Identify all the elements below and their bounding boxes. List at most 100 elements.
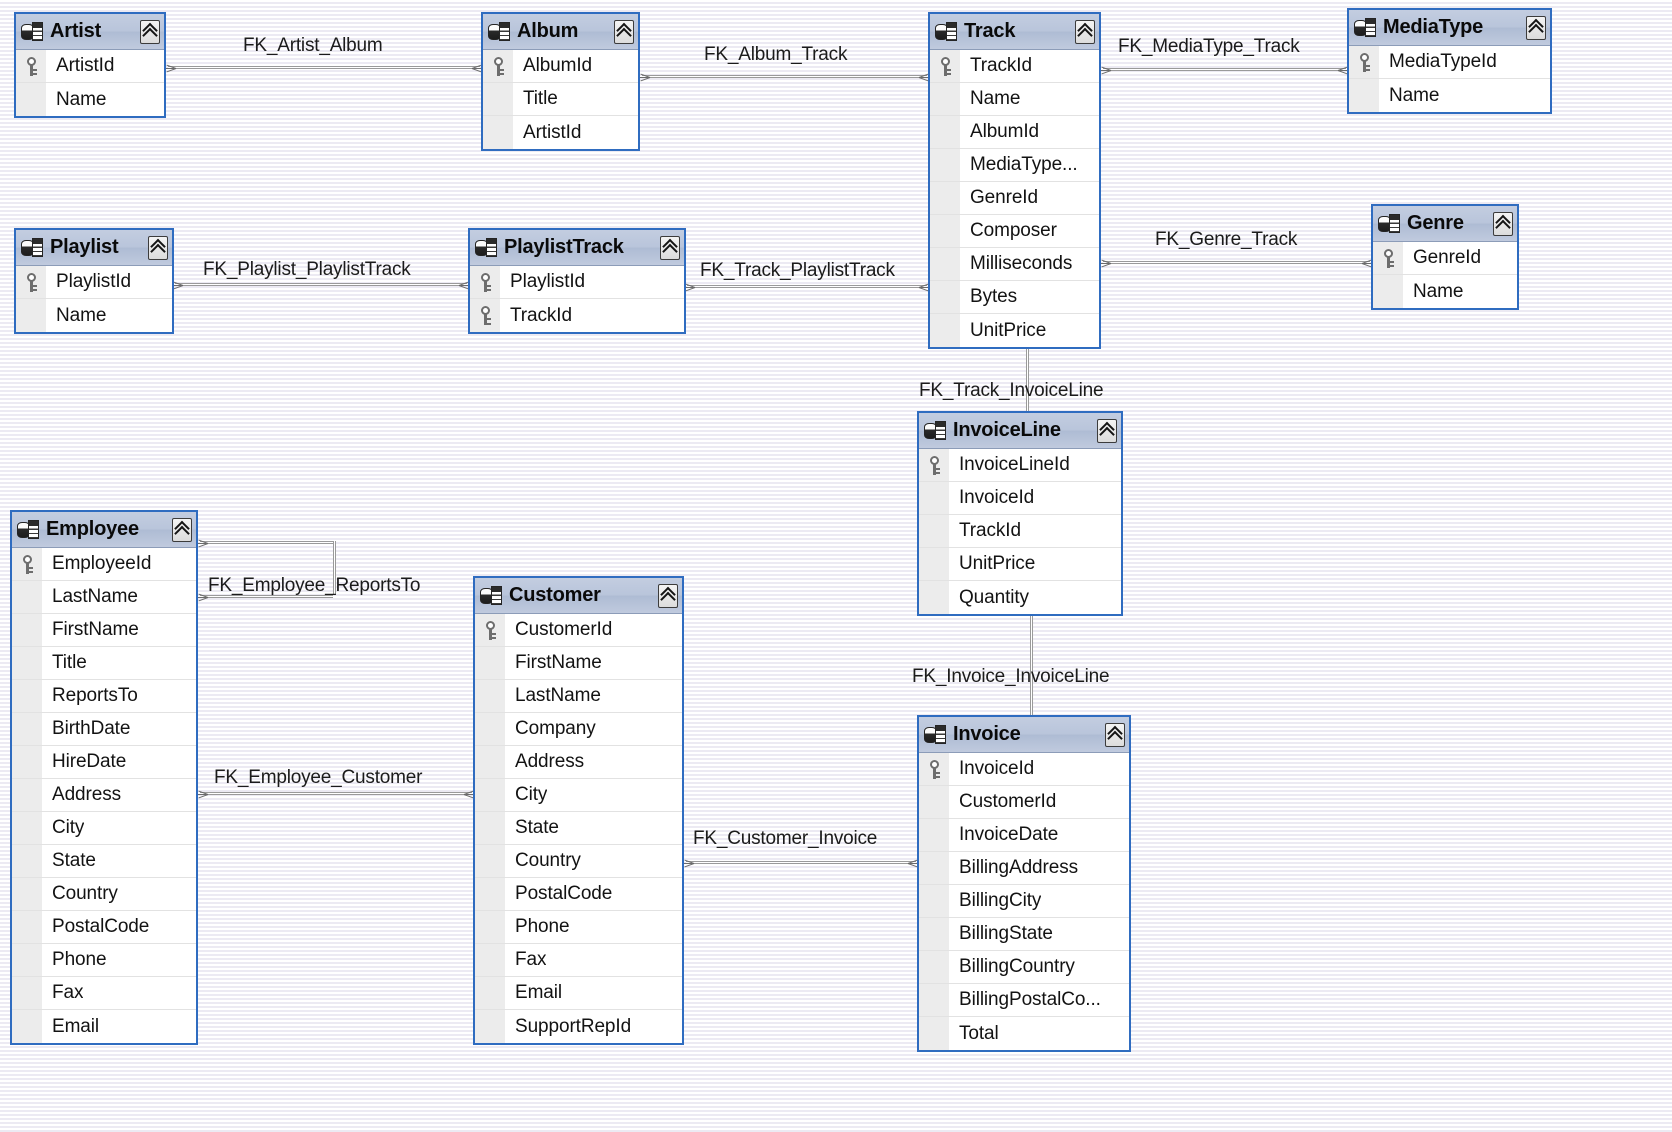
entity-header[interactable]: PlaylistTrack [470, 230, 684, 266]
attribute-row[interactable]: Milliseconds [930, 248, 1099, 281]
attribute-row[interactable]: MediaType... [930, 149, 1099, 182]
attribute-row[interactable]: Name [1349, 79, 1550, 112]
attribute-row[interactable]: InvoiceLineId [919, 449, 1121, 482]
attribute-row[interactable]: InvoiceDate [919, 819, 1129, 852]
attribute-row[interactable]: InvoiceId [919, 753, 1129, 786]
attribute-row[interactable]: Name [1373, 275, 1517, 308]
attribute-row[interactable]: MediaTypeId [1349, 46, 1550, 79]
entity-header[interactable]: InvoiceLine [919, 413, 1121, 449]
attribute-row[interactable]: Country [12, 878, 196, 911]
attribute-row[interactable]: State [475, 812, 682, 845]
attribute-row[interactable]: Address [475, 746, 682, 779]
entity-header[interactable]: Album [483, 14, 638, 50]
attribute-row[interactable]: SupportRepId [475, 1010, 682, 1043]
attribute-row[interactable]: EmployeeId [12, 548, 196, 581]
attribute-row[interactable]: PostalCode [12, 911, 196, 944]
attribute-row[interactable]: TrackId [470, 299, 684, 332]
entity-header[interactable]: Genre [1373, 206, 1517, 242]
attribute-row[interactable]: City [475, 779, 682, 812]
attribute-row[interactable]: LastName [475, 680, 682, 713]
attribute-row[interactable]: FirstName [12, 614, 196, 647]
attribute-row[interactable]: AlbumId [930, 116, 1099, 149]
collapse-chevron-icon[interactable] [1105, 722, 1125, 747]
attribute-row[interactable]: UnitPrice [919, 548, 1121, 581]
entity-header[interactable]: Invoice [919, 717, 1129, 753]
attribute-row[interactable]: PostalCode [475, 878, 682, 911]
attribute-row[interactable]: BirthDate [12, 713, 196, 746]
collapse-chevron-icon[interactable] [658, 583, 678, 608]
attribute-row[interactable]: AlbumId [483, 50, 638, 83]
attribute-row[interactable]: FirstName [475, 647, 682, 680]
collapse-chevron-icon[interactable] [1493, 211, 1513, 236]
attribute-row[interactable]: Quantity [919, 581, 1121, 614]
attribute-row[interactable]: Name [930, 83, 1099, 116]
attribute-row[interactable]: Title [12, 647, 196, 680]
attribute-row[interactable]: City [12, 812, 196, 845]
entity-header[interactable]: Playlist [16, 230, 172, 266]
attribute-row[interactable]: GenreId [930, 182, 1099, 215]
attribute-row[interactable]: Composer [930, 215, 1099, 248]
collapse-chevron-icon[interactable] [140, 19, 160, 44]
entity-header[interactable]: Employee [12, 512, 196, 548]
attribute-row[interactable]: BillingState [919, 918, 1129, 951]
collapse-chevron-icon[interactable] [148, 235, 168, 260]
attribute-row[interactable]: CustomerId [475, 614, 682, 647]
attribute-row[interactable]: HireDate [12, 746, 196, 779]
attribute-row[interactable]: Title [483, 83, 638, 116]
attribute-row[interactable]: Bytes [930, 281, 1099, 314]
attribute-row[interactable]: Fax [475, 944, 682, 977]
attribute-row[interactable]: InvoiceId [919, 482, 1121, 515]
attribute-row[interactable]: Name [16, 83, 164, 116]
entity-header[interactable]: Customer [475, 578, 682, 614]
collapse-chevron-icon[interactable] [660, 235, 680, 260]
attribute-row[interactable]: CustomerId [919, 786, 1129, 819]
attribute-row[interactable]: BillingPostalCo... [919, 984, 1129, 1017]
attribute-row[interactable]: PlaylistId [16, 266, 172, 299]
attribute-row[interactable]: ArtistId [483, 116, 638, 149]
attribute-row[interactable]: Company [475, 713, 682, 746]
entity-header[interactable]: Track [930, 14, 1099, 50]
collapse-chevron-icon[interactable] [172, 517, 192, 542]
attribute-row[interactable]: Total [919, 1017, 1129, 1050]
attribute-row[interactable]: Name [16, 299, 172, 332]
attribute-row[interactable]: Fax [12, 977, 196, 1010]
attribute-row[interactable]: GenreId [1373, 242, 1517, 275]
collapse-chevron-icon[interactable] [1097, 418, 1117, 443]
attribute-row[interactable]: Email [475, 977, 682, 1010]
attribute-row[interactable]: PlaylistId [470, 266, 684, 299]
entity-header[interactable]: Artist [16, 14, 164, 50]
collapse-chevron-icon[interactable] [1075, 19, 1095, 44]
attribute-row[interactable]: Country [475, 845, 682, 878]
attribute-row[interactable]: Email [12, 1010, 196, 1043]
attribute-row[interactable]: Phone [12, 944, 196, 977]
attribute-row[interactable]: ReportsTo [12, 680, 196, 713]
attribute-row[interactable]: Address [12, 779, 196, 812]
attribute-row[interactable]: BillingAddress [919, 852, 1129, 885]
attribute-row[interactable]: State [12, 845, 196, 878]
attribute-row[interactable]: ArtistId [16, 50, 164, 83]
collapse-chevron-icon[interactable] [1526, 15, 1546, 40]
attribute-row[interactable]: UnitPrice [930, 314, 1099, 347]
collapse-chevron-icon[interactable] [614, 19, 634, 44]
attribute-row[interactable]: BillingCountry [919, 951, 1129, 984]
attribute-row[interactable]: Phone [475, 911, 682, 944]
